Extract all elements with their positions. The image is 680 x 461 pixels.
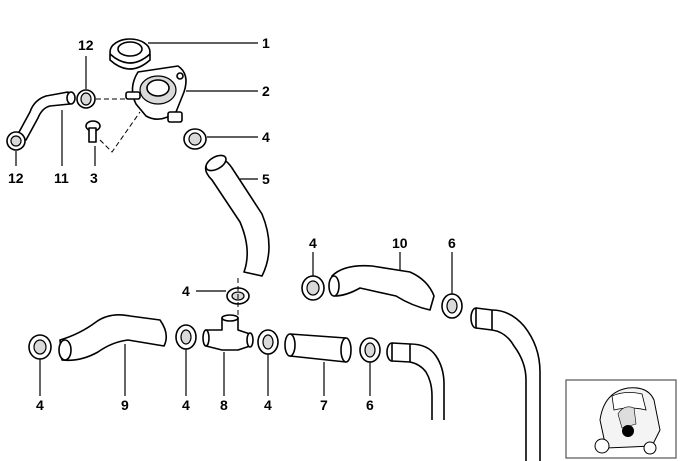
- callout-4-mid: 4: [182, 283, 190, 299]
- clamp-12-top-part: [76, 89, 96, 109]
- dash-bolt: [99, 111, 141, 153]
- callout-4-top: 4: [262, 129, 270, 145]
- callout-2: 2: [262, 83, 270, 99]
- expansion-housing-part: [125, 65, 187, 123]
- clamp-bottom-3-part: [257, 329, 279, 355]
- location-marker-dot: [622, 425, 634, 437]
- pipe-bottom-part: [386, 342, 445, 420]
- clamp-top-part: [183, 128, 207, 150]
- hose-11-part: [17, 91, 76, 141]
- clamp-bottom-left-part: [28, 334, 52, 360]
- callout-4-bl: 4: [36, 397, 44, 413]
- clamp-right-top-part: [301, 275, 325, 301]
- callout-labels: 1 2 3 4 5 4 4 10 6 12 12 11 4 9 4 8 4 7 …: [8, 35, 456, 413]
- hose-7-part: [284, 333, 352, 363]
- callout-1: 1: [262, 35, 270, 51]
- callout-6-top: 6: [448, 235, 456, 251]
- callout-10: 10: [392, 235, 408, 251]
- callout-12-bottom: 12: [8, 170, 24, 186]
- callout-5: 5: [262, 171, 270, 187]
- callout-7: 7: [320, 397, 328, 413]
- clamp-6-top-part: [441, 293, 463, 319]
- callout-4-b3: 4: [264, 397, 272, 413]
- clamp-12-bottom-part: [6, 131, 26, 151]
- hose-upper-part: [204, 154, 270, 277]
- callout-3: 3: [90, 170, 98, 186]
- tee-8-part: [202, 314, 254, 351]
- callout-8: 8: [220, 397, 228, 413]
- clamp-bottom-2-part: [175, 324, 197, 350]
- scooter-location-icon: [594, 387, 661, 455]
- callout-11: 11: [54, 170, 69, 186]
- pipe-right-part: [470, 307, 541, 461]
- bolt-part: [85, 120, 101, 143]
- callout-4-right: 4: [309, 235, 317, 251]
- clamp-6-bottom-part: [359, 337, 381, 363]
- vehicle-location-inset: [565, 379, 677, 459]
- cap-part: [109, 38, 151, 70]
- hose-9-part: [58, 314, 168, 362]
- callout-4-b2: 4: [182, 397, 190, 413]
- callout-12-top: 12: [78, 37, 94, 53]
- callout-9: 9: [121, 397, 129, 413]
- callout-6-bottom: 6: [366, 397, 374, 413]
- hose-10-part: [328, 264, 435, 311]
